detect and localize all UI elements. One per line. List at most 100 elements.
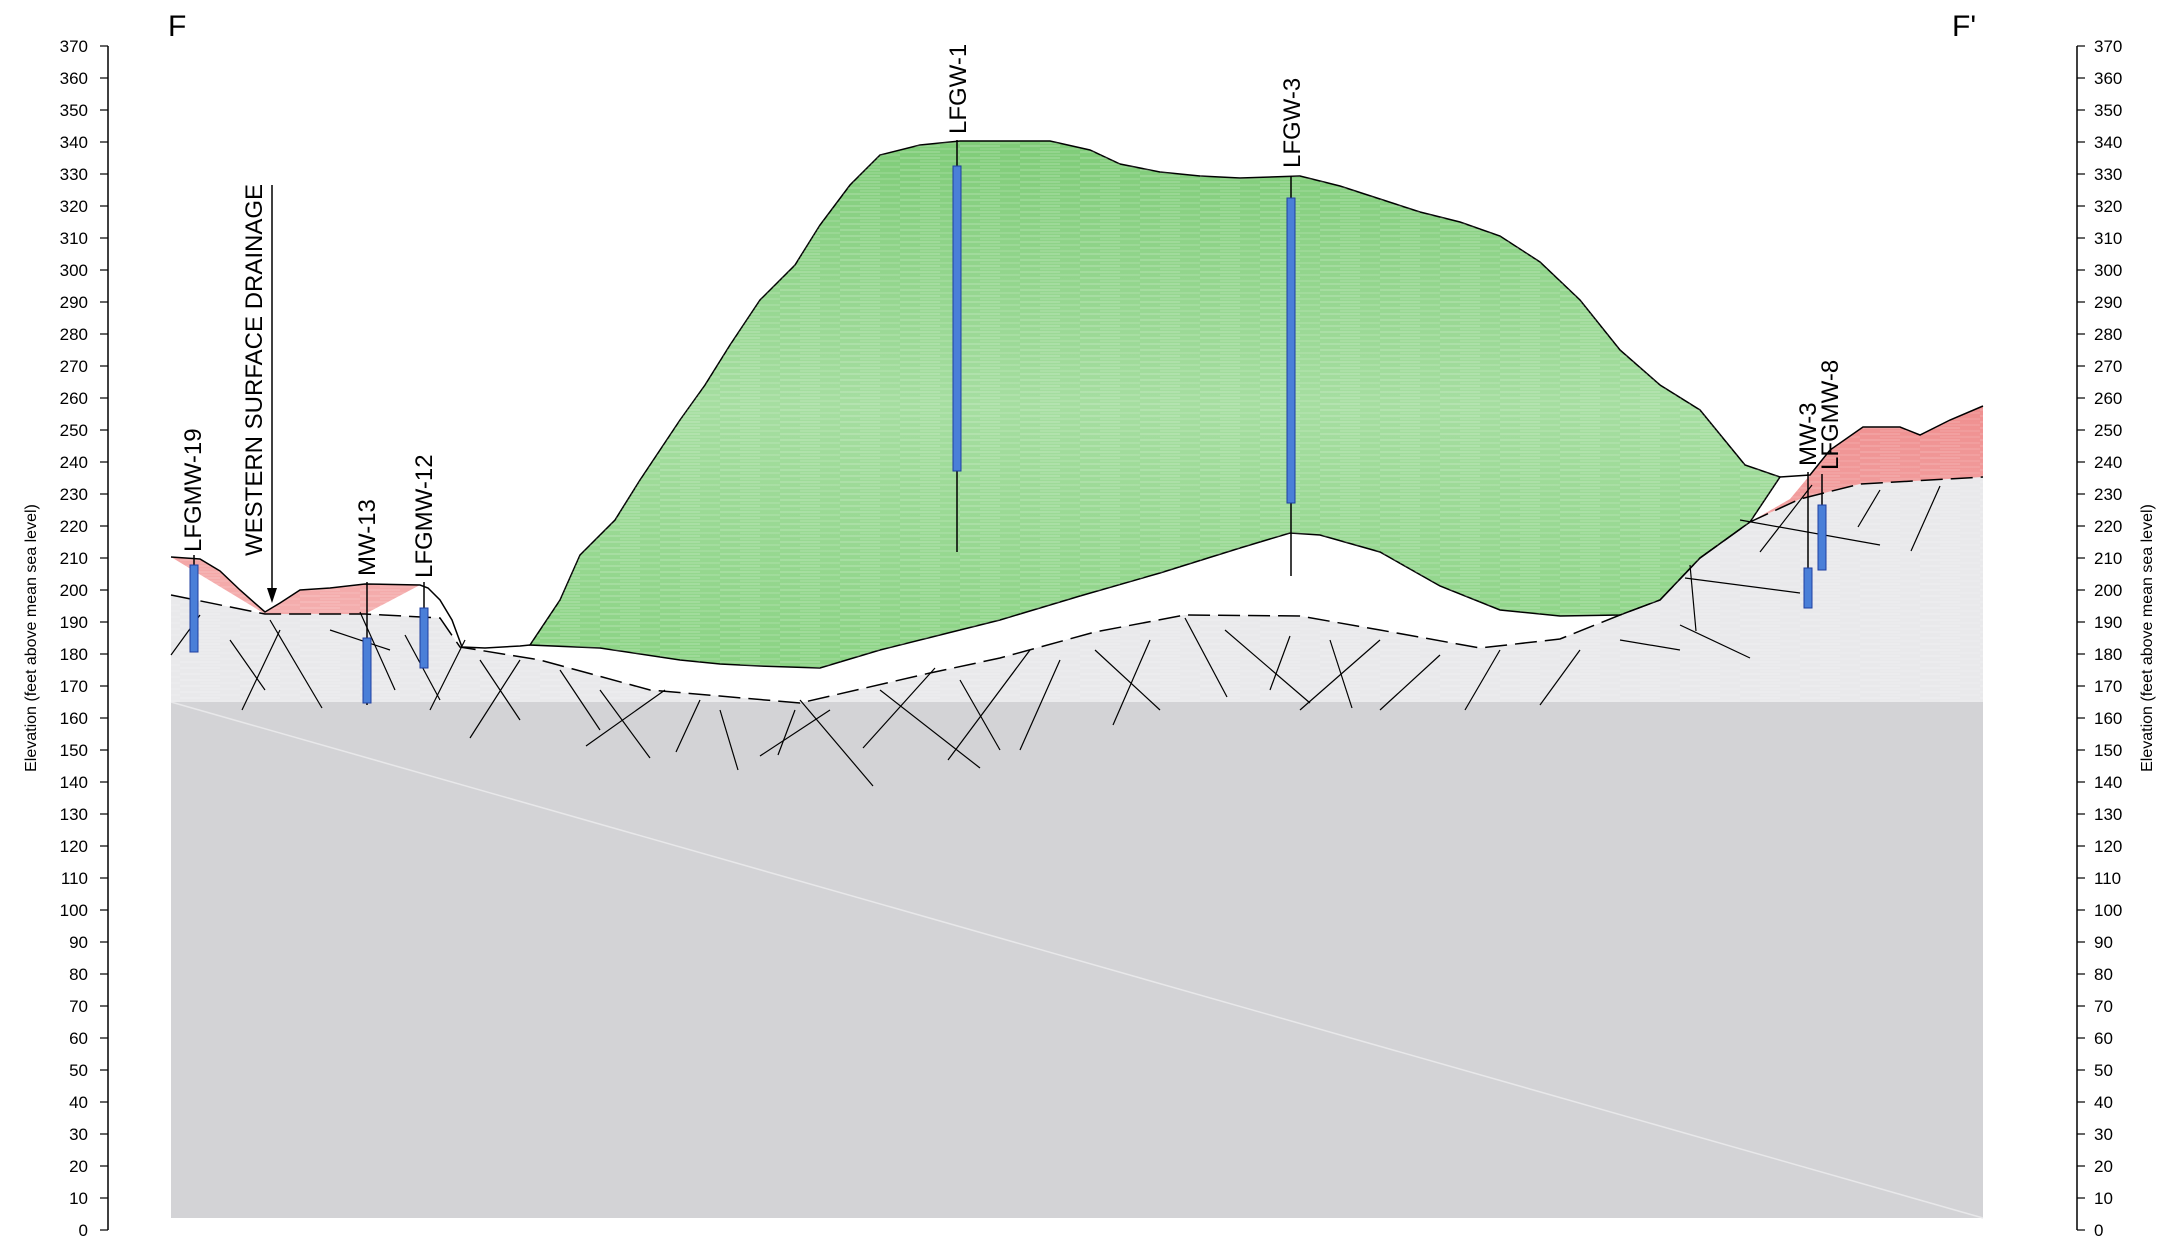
left-axis-tick-label: 330 bbox=[60, 165, 88, 184]
left-axis-tick-label: 350 bbox=[60, 101, 88, 120]
right-axis-tick-label: 220 bbox=[2094, 517, 2122, 536]
well-screen bbox=[1817, 504, 1827, 571]
section-end-label: F' bbox=[1952, 10, 1976, 43]
well-screen bbox=[1803, 567, 1813, 609]
drainage-annotation: WESTERN SURFACE DRAINAGE bbox=[241, 184, 277, 603]
left-axis-tick-label: 150 bbox=[60, 741, 88, 760]
right-axis-tick-label: 90 bbox=[2094, 933, 2113, 952]
right-axis-tick-label: 30 bbox=[2094, 1125, 2113, 1144]
well-lfgmw-12: LFGMW-12 bbox=[411, 454, 438, 669]
well-label: LFGMW-12 bbox=[411, 454, 438, 578]
left-axis-tick-label: 370 bbox=[60, 37, 88, 56]
left-axis-tick-label: 300 bbox=[60, 261, 88, 280]
left-axis-tick-label: 260 bbox=[60, 389, 88, 408]
left-axis-tick-label: 120 bbox=[60, 837, 88, 856]
right-axis-tick-label: 290 bbox=[2094, 293, 2122, 312]
well-label: MW-13 bbox=[354, 499, 381, 576]
right-axis-tick-label: 80 bbox=[2094, 965, 2113, 984]
left-axis-tick-label: 320 bbox=[60, 197, 88, 216]
well-lfgw-1: LFGW-1 bbox=[945, 44, 972, 552]
right-axis-tick-label: 110 bbox=[2094, 869, 2121, 888]
left-axis-tick-label: 100 bbox=[60, 901, 88, 920]
left-axis-tick-label: 130 bbox=[60, 805, 88, 824]
right-axis-tick-label: 50 bbox=[2094, 1061, 2113, 1080]
well-lfgw-3: LFGW-3 bbox=[1279, 78, 1306, 576]
left-axis-tick-label: 0 bbox=[79, 1221, 88, 1240]
left-axis-tick-label: 230 bbox=[60, 485, 88, 504]
right-axis-tick-label: 230 bbox=[2094, 485, 2122, 504]
ground-surface-line bbox=[170, 556, 531, 649]
left-axis-tick-label: 10 bbox=[69, 1189, 88, 1208]
well-lfgmw-19: LFGMW-19 bbox=[180, 428, 207, 653]
bedrock-contact-line bbox=[170, 476, 1984, 704]
right-axis-title: Elevation (feet above mean sea level) bbox=[2139, 504, 2156, 772]
right-axis-tick-label: 70 bbox=[2094, 997, 2113, 1016]
left-axis-title: Elevation (feet above mean sea level) bbox=[23, 504, 40, 772]
right-axis-tick-label: 130 bbox=[2094, 805, 2122, 824]
well-mw-13: MW-13 bbox=[354, 499, 381, 705]
left-axis-tick-label: 360 bbox=[60, 69, 88, 88]
well-label: LFGW-3 bbox=[1279, 78, 1306, 168]
left-axis-tick-label: 340 bbox=[60, 133, 88, 152]
well-screen bbox=[419, 607, 429, 669]
right-axis-tick-label: 190 bbox=[2094, 613, 2122, 632]
right-axis-tick-label: 330 bbox=[2094, 165, 2122, 184]
well-screen bbox=[362, 637, 372, 704]
left-axis-tick-label: 160 bbox=[60, 709, 88, 728]
left-axis-tick-label: 170 bbox=[60, 677, 88, 696]
right-axis-tick-label: 210 bbox=[2094, 549, 2122, 568]
right-axis-tick-label: 270 bbox=[2094, 357, 2122, 376]
left-axis-tick-label: 20 bbox=[69, 1157, 88, 1176]
well-label: MW-3 bbox=[1795, 402, 1822, 466]
right-axis-tick-label: 0 bbox=[2094, 1221, 2103, 1240]
right-axis-tick-label: 40 bbox=[2094, 1093, 2113, 1112]
left-elevation-axis: 0102030405060708090100110120130140150160… bbox=[60, 37, 109, 1240]
right-axis-tick-label: 20 bbox=[2094, 1157, 2113, 1176]
right-elevation-axis: 0102030405060708090100110120130140150160… bbox=[2076, 37, 2122, 1240]
left-axis-tick-label: 70 bbox=[69, 997, 88, 1016]
right-axis-tick-label: 350 bbox=[2094, 101, 2122, 120]
right-axis-tick-label: 200 bbox=[2094, 581, 2122, 600]
right-axis-tick-label: 140 bbox=[2094, 773, 2122, 792]
left-axis-tick-label: 280 bbox=[60, 325, 88, 344]
well-label: LFGW-1 bbox=[945, 44, 972, 134]
left-axis-tick-label: 110 bbox=[61, 869, 88, 888]
left-axis-tick-label: 30 bbox=[69, 1125, 88, 1144]
left-axis-tick-label: 80 bbox=[69, 965, 88, 984]
ground-surface-line-right bbox=[1779, 405, 1984, 478]
right-axis-tick-label: 100 bbox=[2094, 901, 2122, 920]
well-screen bbox=[1286, 197, 1296, 504]
section-start-label: F bbox=[168, 10, 186, 43]
right-axis-tick-label: 250 bbox=[2094, 421, 2122, 440]
right-axis-tick-label: 10 bbox=[2094, 1189, 2113, 1208]
well-screen bbox=[952, 165, 962, 472]
drainage-label: WESTERN SURFACE DRAINAGE bbox=[241, 184, 268, 556]
fracture-lines bbox=[170, 484, 1941, 787]
right-axis-tick-label: 170 bbox=[2094, 677, 2122, 696]
right-axis-tick-label: 370 bbox=[2094, 37, 2122, 56]
bedrock-diagonal-line bbox=[170, 701, 1984, 1219]
right-axis-tick-label: 60 bbox=[2094, 1029, 2113, 1048]
well-label: LFGMW-19 bbox=[180, 428, 207, 552]
left-axis-tick-label: 250 bbox=[60, 421, 88, 440]
right-axis-tick-label: 310 bbox=[2094, 229, 2122, 248]
left-axis-tick-label: 220 bbox=[60, 517, 88, 536]
right-axis-tick-label: 180 bbox=[2094, 645, 2122, 664]
right-axis-tick-label: 340 bbox=[2094, 133, 2122, 152]
left-axis-tick-label: 60 bbox=[69, 1029, 88, 1048]
right-axis-tick-label: 300 bbox=[2094, 261, 2122, 280]
left-axis-tick-label: 140 bbox=[60, 773, 88, 792]
right-axis-tick-label: 320 bbox=[2094, 197, 2122, 216]
left-axis-tick-label: 40 bbox=[69, 1093, 88, 1112]
left-axis-tick-label: 310 bbox=[60, 229, 88, 248]
right-axis-tick-label: 150 bbox=[2094, 741, 2122, 760]
well-label: LFGMW-8 bbox=[1817, 360, 1844, 470]
right-axis-tick-label: 160 bbox=[2094, 709, 2122, 728]
left-axis-tick-label: 240 bbox=[60, 453, 88, 472]
well-lfgmw-8: LFGMW-8 bbox=[1817, 360, 1844, 571]
right-axis-tick-label: 360 bbox=[2094, 69, 2122, 88]
right-axis-tick-label: 260 bbox=[2094, 389, 2122, 408]
left-axis-tick-label: 190 bbox=[60, 613, 88, 632]
right-axis-tick-label: 240 bbox=[2094, 453, 2122, 472]
